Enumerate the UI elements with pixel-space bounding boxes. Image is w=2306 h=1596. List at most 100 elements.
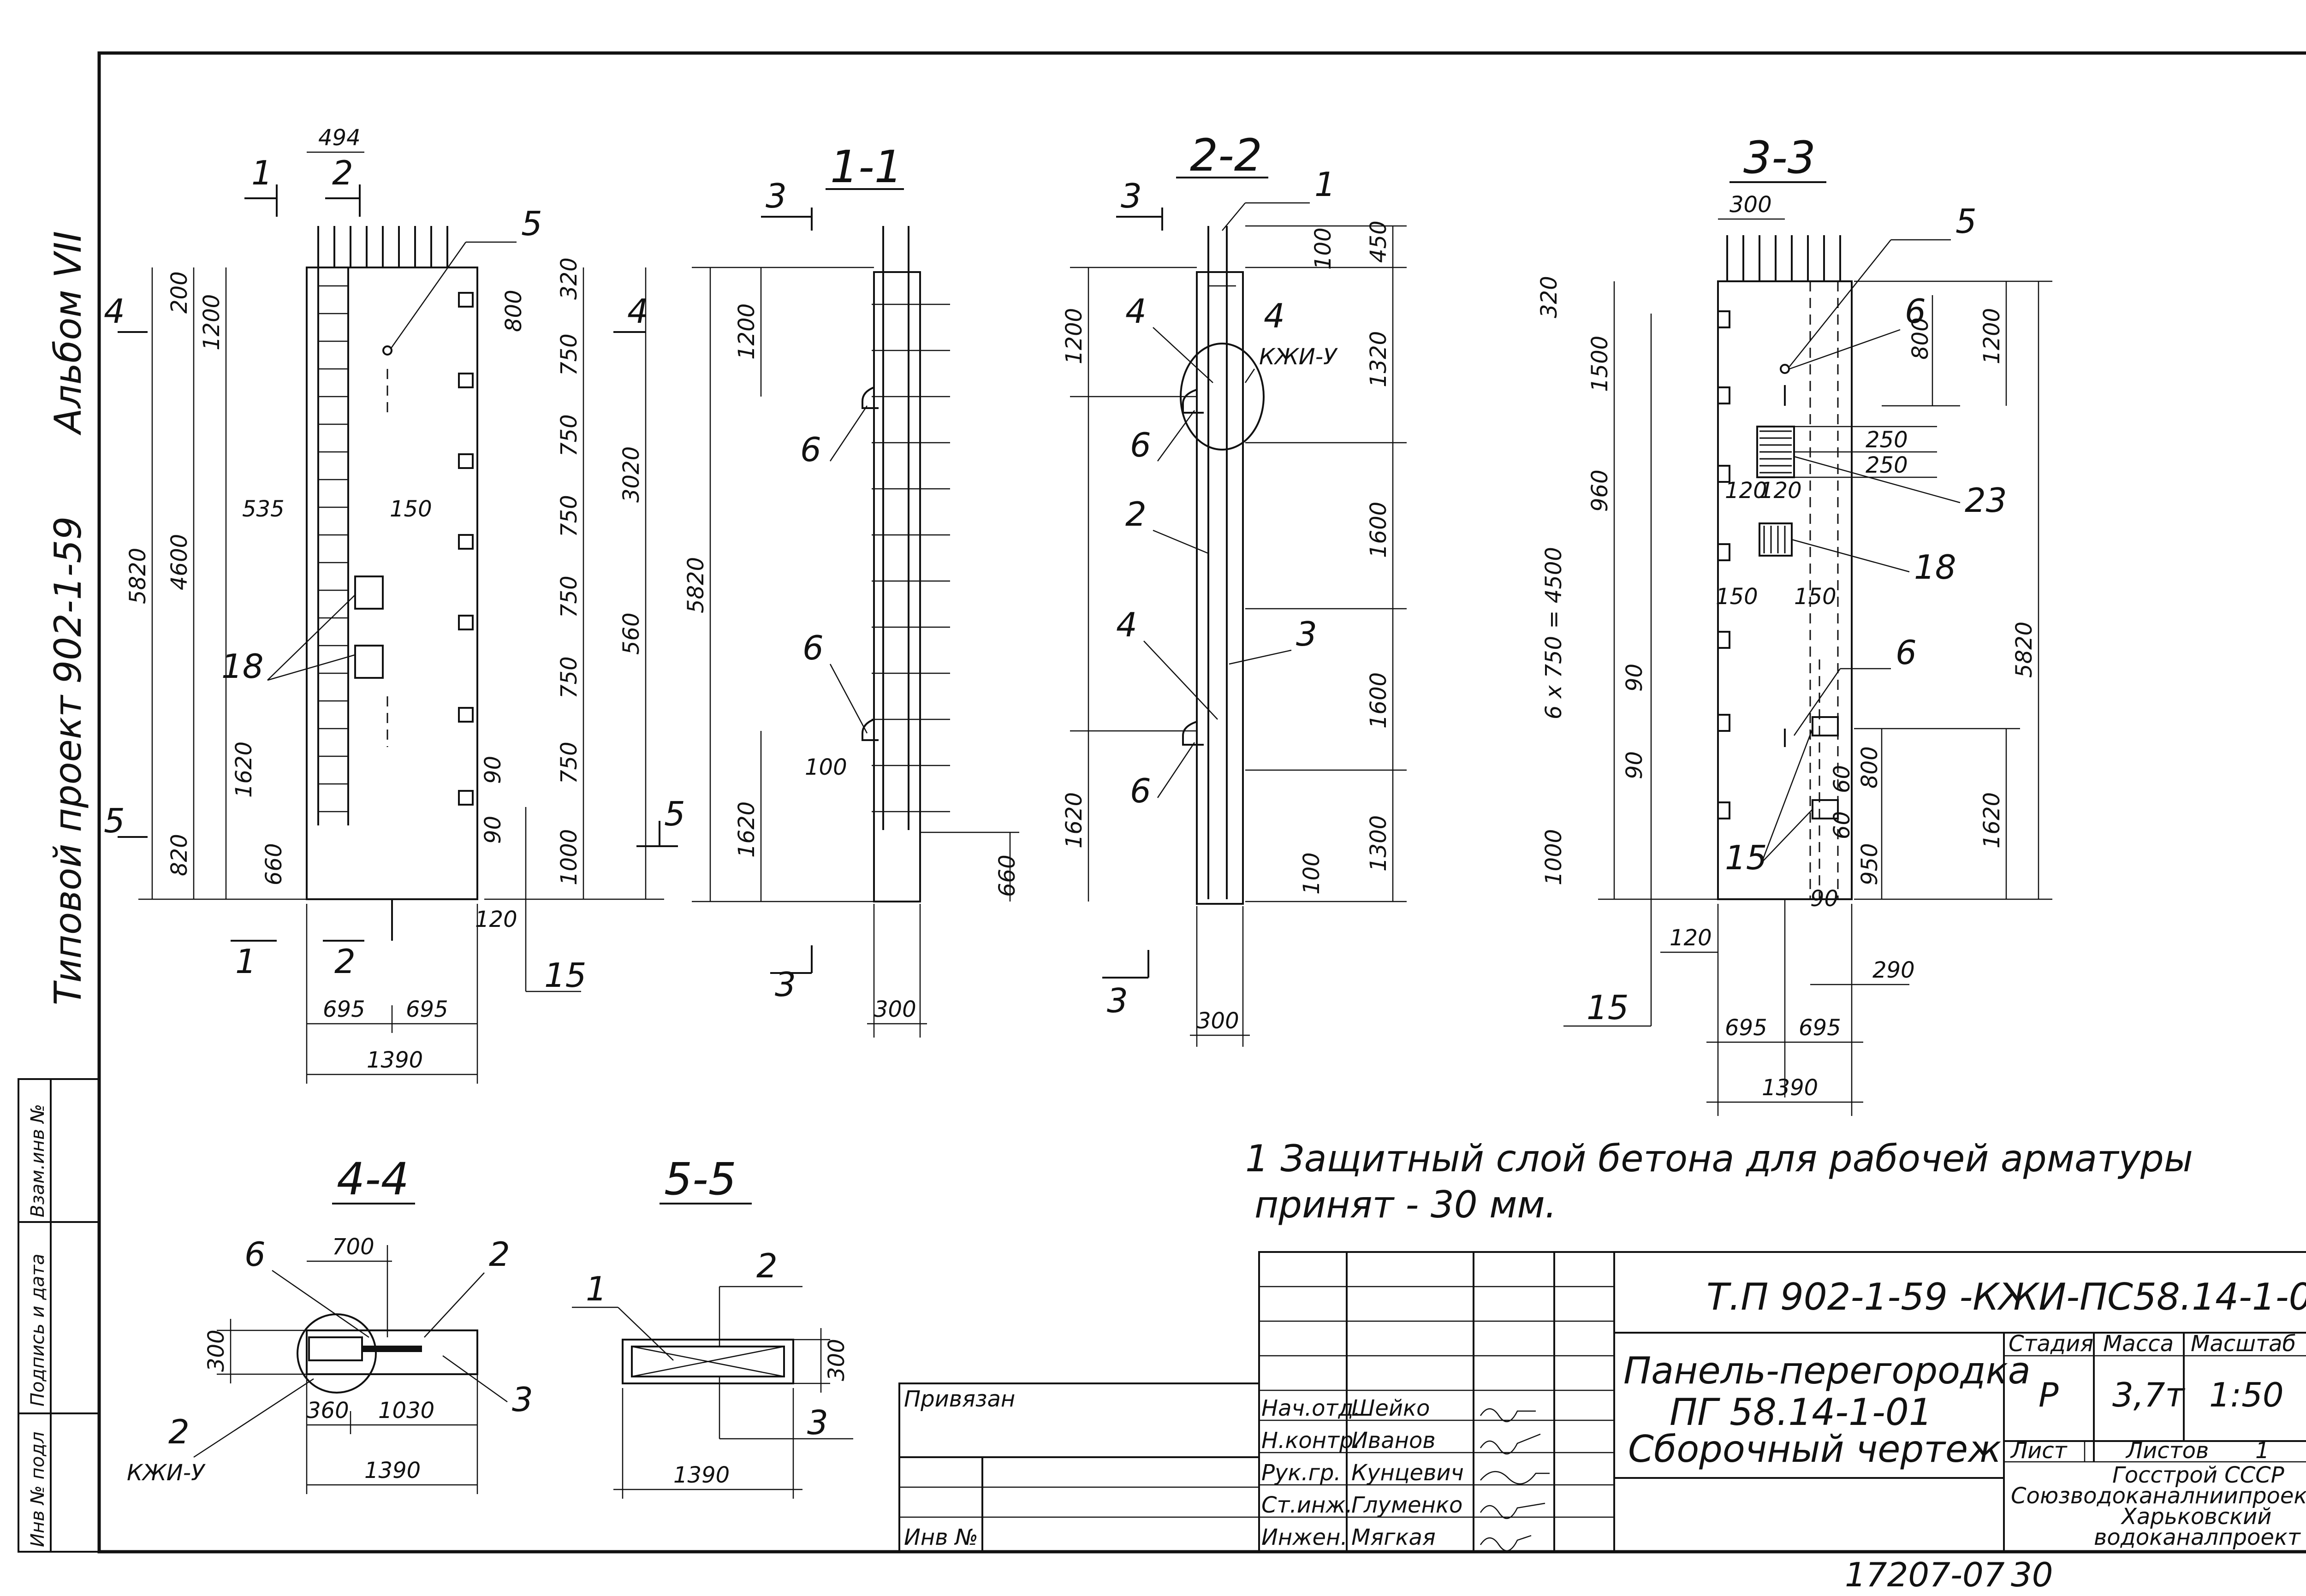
name-3: Глуменко xyxy=(1351,1492,1462,1518)
dim-main-200: 200 xyxy=(166,271,192,314)
section-3-3: 3-3 xyxy=(1536,132,2052,1116)
dim-22-1600-b: 1600 xyxy=(1366,672,1391,729)
archive-number: 17207-07 xyxy=(1845,1555,2005,1594)
callout-15-main: 15 xyxy=(544,956,587,995)
dim-main-820: 820 xyxy=(166,834,192,876)
callout-2-55: 2 xyxy=(756,1246,778,1285)
sheets-label: Листов xyxy=(2125,1438,2209,1464)
callout-3-55: 3 xyxy=(807,1403,828,1442)
callout-6-33-a: 6 xyxy=(1905,292,1926,331)
dim-main-5820: 5820 xyxy=(125,548,151,604)
dim-33-1000: 1000 xyxy=(1541,829,1567,885)
section-mark-5-11: 5 xyxy=(664,795,685,833)
dim-22-1620: 1620 xyxy=(1061,792,1087,848)
section-mark-3-bottom-11: 3 xyxy=(775,965,796,1004)
dim-main-90-b: 90 xyxy=(480,816,506,844)
dim-33-6x750: 6 x 750 = 4500 xyxy=(1541,547,1567,719)
dim-33-1500: 1500 xyxy=(1587,336,1613,392)
section-mark-2-bottom: 2 xyxy=(334,942,356,981)
org-line-3: Харьковский xyxy=(2120,1504,2271,1530)
dim-main-695-b: 695 xyxy=(406,997,448,1022)
name-1: Иванов xyxy=(1351,1428,1436,1454)
dim-main-660: 660 xyxy=(261,843,287,885)
callout-5-33: 5 xyxy=(1955,202,1977,241)
callout-kzhi-44: КЖИ-У xyxy=(127,1460,206,1486)
name-2: Кунцевич xyxy=(1351,1460,1464,1486)
dim-22-300: 300 xyxy=(1197,1008,1239,1034)
callout-1-22: 1 xyxy=(1314,165,1336,204)
section-5-5: 5-5 1 2 3 300 1390 xyxy=(572,1153,853,1499)
dim-11-1200: 1200 xyxy=(734,303,760,360)
dim-33-120-c: 120 xyxy=(1670,925,1712,951)
section-mark-4-right: 4 xyxy=(627,292,648,331)
callout-18-33: 18 xyxy=(1914,548,1956,587)
dim-33-60-a: 60 xyxy=(1829,765,1855,793)
dim-11-1620: 1620 xyxy=(734,801,760,858)
dim-main-1000: 1000 xyxy=(556,829,582,885)
callout-4-22-a: 4 xyxy=(1125,292,1147,331)
dim-33-150-a: 150 xyxy=(1716,584,1758,610)
dim-33-960: 960 xyxy=(1587,469,1613,512)
callout-kzhi-22: КЖИ-У xyxy=(1259,344,1338,370)
dim-main-320: 320 xyxy=(556,257,582,300)
section-mark-3-bottom-22: 3 xyxy=(1107,981,1128,1020)
role-4: Инжен. xyxy=(1261,1525,1348,1550)
binding-block: Привязан Инв № xyxy=(898,1382,1260,1553)
dim-33-800-bottom: 800 xyxy=(1857,746,1883,789)
mass-value: 3,7т xyxy=(2112,1376,2186,1414)
callout-4-22-b: 4 xyxy=(1264,297,1285,335)
callout-6-11-b: 6 xyxy=(802,629,824,667)
callout-2-44-b: 2 xyxy=(168,1412,190,1451)
album-label: Альбом VII xyxy=(47,231,89,436)
dim-33-950: 950 xyxy=(1857,843,1883,885)
section-mark-4-left: 4 xyxy=(104,292,125,331)
margin-vzam: Взам.инв № xyxy=(27,1104,48,1217)
note-line-1: 1 Защитный слой бетона для рабочей армат… xyxy=(1245,1137,2193,1180)
callout-15-33-b: 15 xyxy=(1587,988,1629,1027)
inv-label: Инв № xyxy=(904,1525,978,1550)
dim-main-535: 535 xyxy=(242,496,285,522)
callout-6-22-a: 6 xyxy=(1130,426,1151,464)
dim-main-150: 150 xyxy=(390,496,432,522)
section-mark-1-bottom: 1 xyxy=(235,942,256,981)
dim-44-300: 300 xyxy=(203,1329,229,1372)
scale-header: Масштаб xyxy=(2191,1331,2296,1357)
callout-2-44-a: 2 xyxy=(489,1235,510,1274)
drawing-frame xyxy=(97,51,2306,1554)
section-mark-3-top-11: 3 xyxy=(766,177,787,215)
dim-main-695-a: 695 xyxy=(323,997,365,1022)
doc-name-1: Панель-перегородка xyxy=(1623,1349,2031,1392)
role-2: Рук.гр. xyxy=(1261,1460,1341,1486)
dim-33-150-b: 150 xyxy=(1794,584,1836,610)
dim-33-1390: 1390 xyxy=(1762,1075,1818,1101)
panel-elevation-dims: 1 2 494 4 5 4 1 2 5 18 15 5820 4600 820 … xyxy=(104,125,664,1084)
dim-33-60-b: 60 xyxy=(1829,811,1855,839)
dim-main-120: 120 xyxy=(475,907,517,932)
dim-11-300: 300 xyxy=(874,997,916,1022)
doc-name-2: ПГ 58.14-1-01 xyxy=(1670,1391,1932,1434)
dim-44-1030: 1030 xyxy=(378,1398,434,1424)
callout-6-33-b: 6 xyxy=(1896,633,1917,672)
dim-22-450: 450 xyxy=(1366,220,1391,263)
section-title-2-2: 2-2 xyxy=(1190,130,1262,181)
callout-6-44: 6 xyxy=(244,1235,266,1274)
doc-name-3: Сборочный чертеж xyxy=(1628,1428,2001,1471)
dim-main-800: 800 xyxy=(501,290,527,332)
dim-33-290: 290 xyxy=(1872,957,1915,983)
section-1-1: 1-1 3 5 3 6 6 5820 1200 16 xyxy=(636,141,1020,1038)
dim-33-5820: 5820 xyxy=(2011,622,2037,678)
sheet-label: Лист xyxy=(2010,1438,2068,1464)
callout-4-22-c: 4 xyxy=(1116,605,1137,644)
dim-main-90-a: 90 xyxy=(480,756,506,784)
margin-stamp: Взам.инв № Подпись и дата Инв № подл xyxy=(18,1078,100,1553)
dim-33-120-b: 120 xyxy=(1759,478,1802,504)
stage-value: Р xyxy=(2039,1376,2059,1414)
section-4-4: 4-4 6 2 3 2 КЖИ-У 700 300 360 1030 1390 xyxy=(127,1153,533,1494)
dim-22-1600-a: 1600 xyxy=(1366,502,1391,558)
panel-elevation xyxy=(306,226,478,941)
callout-2-22: 2 xyxy=(1125,495,1147,534)
dim-22-100-top: 100 xyxy=(1310,227,1336,270)
section-title-1-1: 1-1 xyxy=(830,141,903,193)
section-mark-5-left: 5 xyxy=(104,801,125,840)
section-2-2: 2-2 3 1 4 4 КЖИ-У 6 2 3 4 6 3 1200 162 xyxy=(1061,130,1407,1047)
